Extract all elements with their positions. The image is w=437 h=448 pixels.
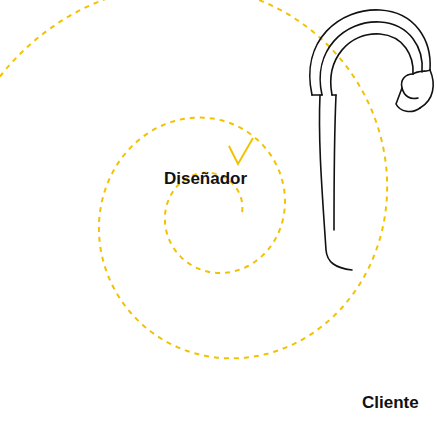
check-mark (229, 138, 253, 164)
outer-loop: Cliente Diseñador (5, 10, 432, 444)
spiral-layer (0, 0, 387, 358)
role-label: Diseñador (164, 169, 247, 189)
dashed-spiral (0, 0, 387, 358)
role-label: Cliente (362, 393, 419, 413)
person-figure (310, 10, 433, 270)
inner-loop: Diseñador (130, 98, 285, 246)
